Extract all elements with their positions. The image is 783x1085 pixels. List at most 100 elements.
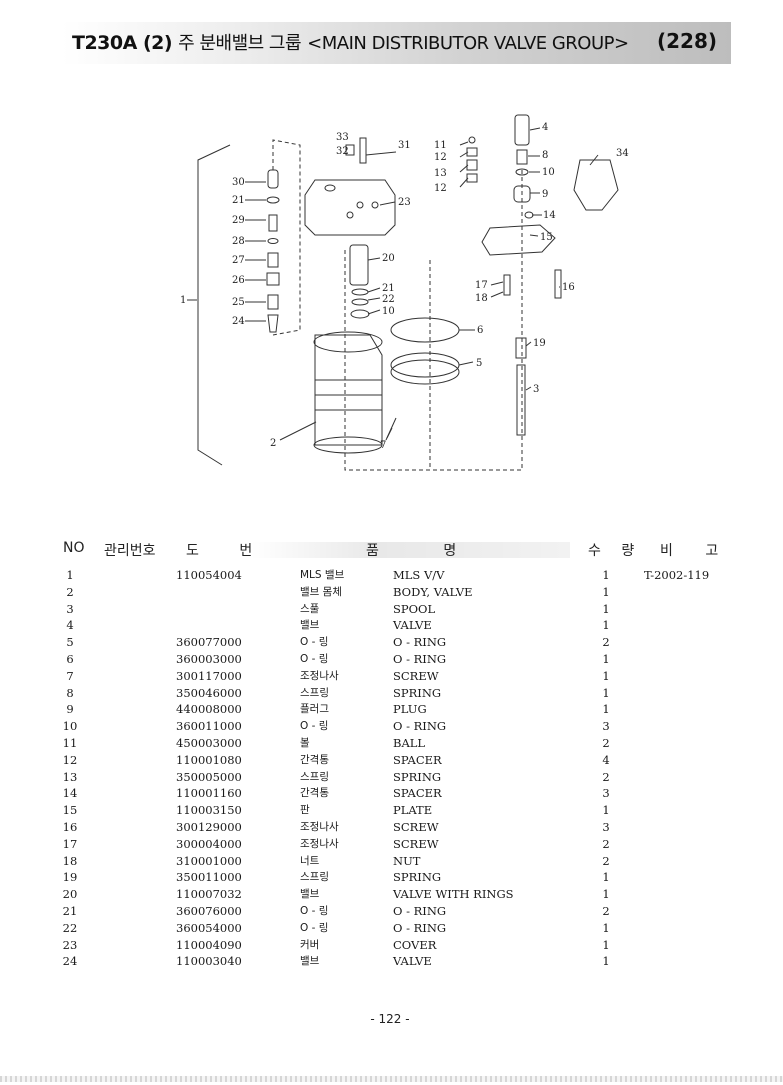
large-o-ring: [390, 317, 460, 343]
drawing-number: 110003150: [176, 803, 242, 818]
drawing-number: 350011000: [176, 870, 242, 885]
callout-label: 13: [434, 168, 447, 179]
callout-label: 26: [232, 275, 245, 286]
part-name-korean: 커버: [300, 938, 320, 951]
quantity: 1: [602, 685, 610, 700]
body-guide: [344, 250, 431, 471]
callout-label: 4: [542, 122, 548, 133]
part-name-korean: MLS 밸브: [300, 569, 345, 581]
callout-label: 10: [542, 167, 555, 178]
part-name-english: O - RING: [393, 635, 447, 650]
part-name-english: SCREW: [393, 836, 439, 851]
part-name-korean: O - 링: [300, 652, 329, 665]
exploded-parts-diagram: 1 2 3 4 5 6 7 8 9 10 10 11 12 12 13 14 1…: [180, 114, 629, 471]
callout-label: 9: [542, 189, 548, 200]
drawing-number: 450003000: [176, 735, 242, 750]
part-name-korean: 스프링: [300, 871, 329, 884]
left-valve-stack: [266, 169, 280, 333]
part-name-korean: 스프링: [300, 686, 329, 699]
callout-label: 32: [336, 146, 349, 157]
row-number: 21: [62, 903, 78, 918]
drawing-number: 110007032: [176, 887, 242, 902]
quantity: 1: [602, 584, 610, 599]
quantity: 2: [602, 836, 610, 851]
header-title: T230A (2) 주 분배밸브 그룹 <MAIN DISTRIBUTOR VA…: [72, 29, 629, 55]
callout-label: 25: [232, 297, 245, 308]
quantity: 1: [602, 601, 610, 616]
row-number: 5: [66, 635, 74, 650]
row-number: 7: [66, 668, 74, 683]
large-o-ring: [390, 359, 460, 385]
part-name-korean: 볼: [300, 736, 310, 749]
part-name-english: COVER: [393, 937, 437, 952]
col-header-drawing-no: 도 번: [186, 543, 271, 559]
screw-part: [503, 274, 511, 296]
spring-part: [515, 337, 527, 359]
callout-label: 23: [398, 197, 411, 208]
drawing-number: 110001080: [176, 752, 242, 767]
row-number: 1: [66, 568, 74, 582]
row-number: 8: [66, 685, 74, 700]
part-name-english: BALL: [393, 735, 426, 750]
seal-kit-cup: [573, 159, 619, 211]
part-name-english: BODY, VALVE: [393, 584, 473, 599]
part-name-korean: 조정나사: [300, 669, 339, 682]
quantity: 2: [602, 769, 610, 784]
o-ring: [350, 309, 370, 319]
row-number: 16: [62, 819, 78, 834]
drawing-number: 350046000: [176, 685, 242, 700]
part-name-english: MLS V/V: [393, 568, 445, 582]
row-number: 20: [62, 887, 78, 902]
part-name-english: PLATE: [393, 803, 433, 818]
callout-label: 12: [434, 152, 447, 163]
quantity: 2: [602, 903, 610, 918]
callout-label: 14: [543, 210, 556, 221]
valve-with-rings: [349, 244, 369, 286]
title-english: <MAIN DISTRIBUTOR VALVE GROUP>: [307, 33, 629, 54]
row-number: 13: [62, 769, 78, 784]
part-name-korean: 밸브 몸체: [300, 585, 342, 598]
part-name-korean: O - 링: [300, 921, 329, 934]
row-number: 3: [66, 601, 74, 616]
row-number: 14: [62, 786, 78, 801]
screw-part: [359, 137, 367, 164]
part-name-english: O - RING: [393, 920, 447, 935]
drawing-number: 300004000: [176, 836, 242, 851]
model-name: T230A: [72, 32, 137, 54]
col-header-qty: 수 량: [588, 543, 643, 559]
callout-label: 15: [540, 232, 553, 243]
part-name-english: SPRING: [393, 769, 442, 784]
row-number: 6: [66, 651, 74, 666]
left-stack-guide: [272, 139, 301, 336]
callout-label: 24: [232, 316, 245, 327]
part-name-english: O - RING: [393, 651, 447, 666]
callout-label: 8: [542, 150, 548, 161]
part-name-korean: O - 링: [300, 720, 329, 733]
callout-label: 21: [232, 195, 245, 206]
drawing-number: 360077000: [176, 635, 242, 650]
diagram-callouts: 1 2 3 4 5 6 7 8 9 10 10 11 12 12 13 14 1…: [180, 122, 629, 451]
part-name-korean: 조정나사: [300, 837, 339, 850]
page-number: - 122 -: [370, 1012, 410, 1026]
part-name-korean: 간격통: [300, 787, 329, 800]
part-name-english: SPRING: [393, 870, 442, 885]
part-name-english: PLUG: [393, 702, 427, 717]
callout-label: 33: [336, 132, 349, 143]
quantity: 1: [602, 651, 610, 666]
drawing-number: 360003000: [176, 651, 242, 666]
drawing-number: 110003040: [176, 954, 242, 969]
callout-label: 34: [616, 148, 629, 159]
valve-body: [313, 331, 383, 454]
drawing-number: 360054000: [176, 920, 242, 935]
spring-part: [466, 159, 478, 171]
row-number: 12: [62, 752, 78, 767]
